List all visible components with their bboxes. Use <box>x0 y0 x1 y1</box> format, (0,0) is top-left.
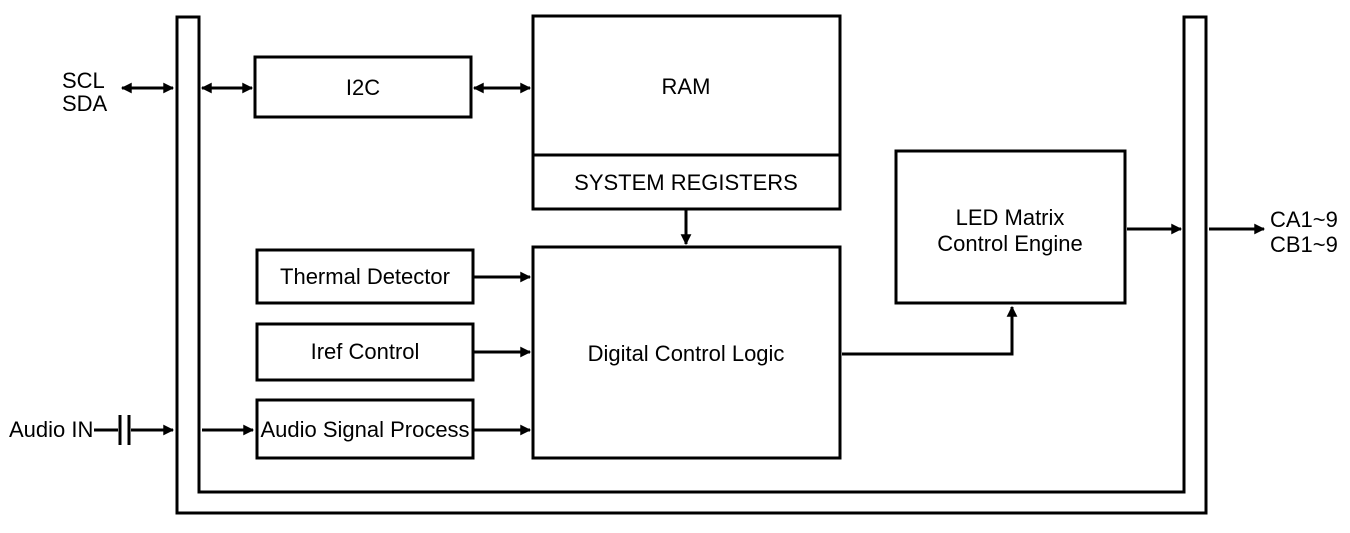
i2c-block-label: I2C <box>346 75 380 100</box>
iref-control-label: Iref Control <box>311 339 420 364</box>
pin-label-ca-out: CA1~9 <box>1270 207 1338 232</box>
pin-label-scl: SCL <box>62 68 105 93</box>
led-matrix-label-line1: LED Matrix <box>956 205 1065 230</box>
i2c-block: I2C <box>253 55 473 119</box>
audio-signal-process-block: Audio Signal Process <box>255 398 475 460</box>
ram-block-outline <box>531 14 842 211</box>
ram-block-label: RAM <box>662 74 711 99</box>
system-registers-label: SYSTEM REGISTERS <box>574 170 798 195</box>
digital-control-logic-label: Digital Control Logic <box>588 341 785 366</box>
led-matrix-control-engine-block: LED Matrix Control Engine <box>894 149 1127 305</box>
pin-label-audio-in: Audio IN <box>9 417 93 442</box>
led-matrix-control-engine-outline <box>894 149 1127 305</box>
i2c-block-outline <box>253 55 473 119</box>
thermal-detector-label: Thermal Detector <box>280 264 450 289</box>
iref-control-outline <box>255 322 475 382</box>
thermal-detector-outline <box>255 248 475 305</box>
audio-signal-process-outline <box>255 398 475 460</box>
dcl-to-led-engine-arrow <box>842 305 1018 356</box>
thermal-detector-block: Thermal Detector <box>255 248 475 305</box>
capacitor-icon <box>118 415 131 445</box>
digital-control-logic-block: Digital Control Logic <box>531 245 842 460</box>
audio-in-wire <box>94 415 175 445</box>
ram-block: RAM SYSTEM REGISTERS <box>531 14 842 211</box>
led-matrix-label-line2: Control Engine <box>937 231 1083 256</box>
audio-signal-process-label: Audio Signal Process <box>260 417 469 442</box>
pin-label-sda: SDA <box>62 91 108 116</box>
chip-boundary-frame <box>175 15 1208 515</box>
digital-control-logic-outline <box>531 245 842 460</box>
iref-control-block: Iref Control <box>255 322 475 382</box>
pin-label-cb-out: CB1~9 <box>1270 232 1338 257</box>
